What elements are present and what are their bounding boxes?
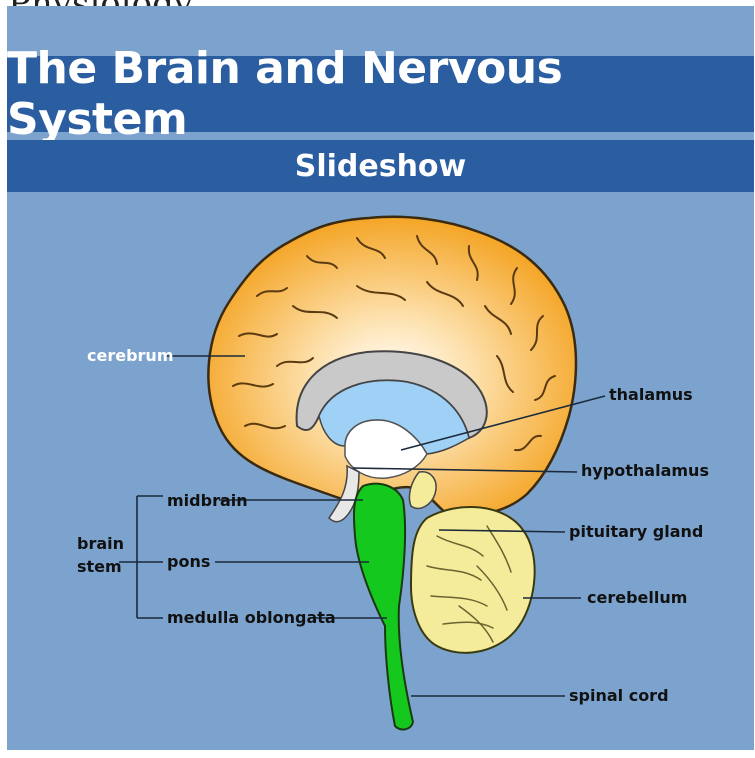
label-cerebrum: cerebrum bbox=[87, 346, 173, 365]
label-brain: brain bbox=[77, 534, 124, 553]
label-thalamus: thalamus bbox=[609, 385, 693, 404]
label-midbrain: midbrain bbox=[167, 491, 248, 510]
label-spinal-cord: spinal cord bbox=[569, 686, 669, 705]
label-pituitary-gland: pituitary gland bbox=[569, 522, 703, 541]
label-stem: stem bbox=[77, 557, 122, 576]
brain-diagram: cerebrum thalamus hypothalamus midbrain … bbox=[7, 6, 754, 750]
label-cerebellum: cerebellum bbox=[587, 588, 687, 607]
label-medulla-oblongata: medulla oblongata bbox=[167, 608, 336, 627]
cerebellum-shape bbox=[411, 507, 535, 653]
brainstem-shape bbox=[354, 484, 413, 730]
slide-panel: The Brain and Nervous System Slideshow bbox=[7, 6, 754, 750]
label-hypothalamus: hypothalamus bbox=[581, 461, 709, 480]
label-pons: pons bbox=[167, 552, 210, 571]
